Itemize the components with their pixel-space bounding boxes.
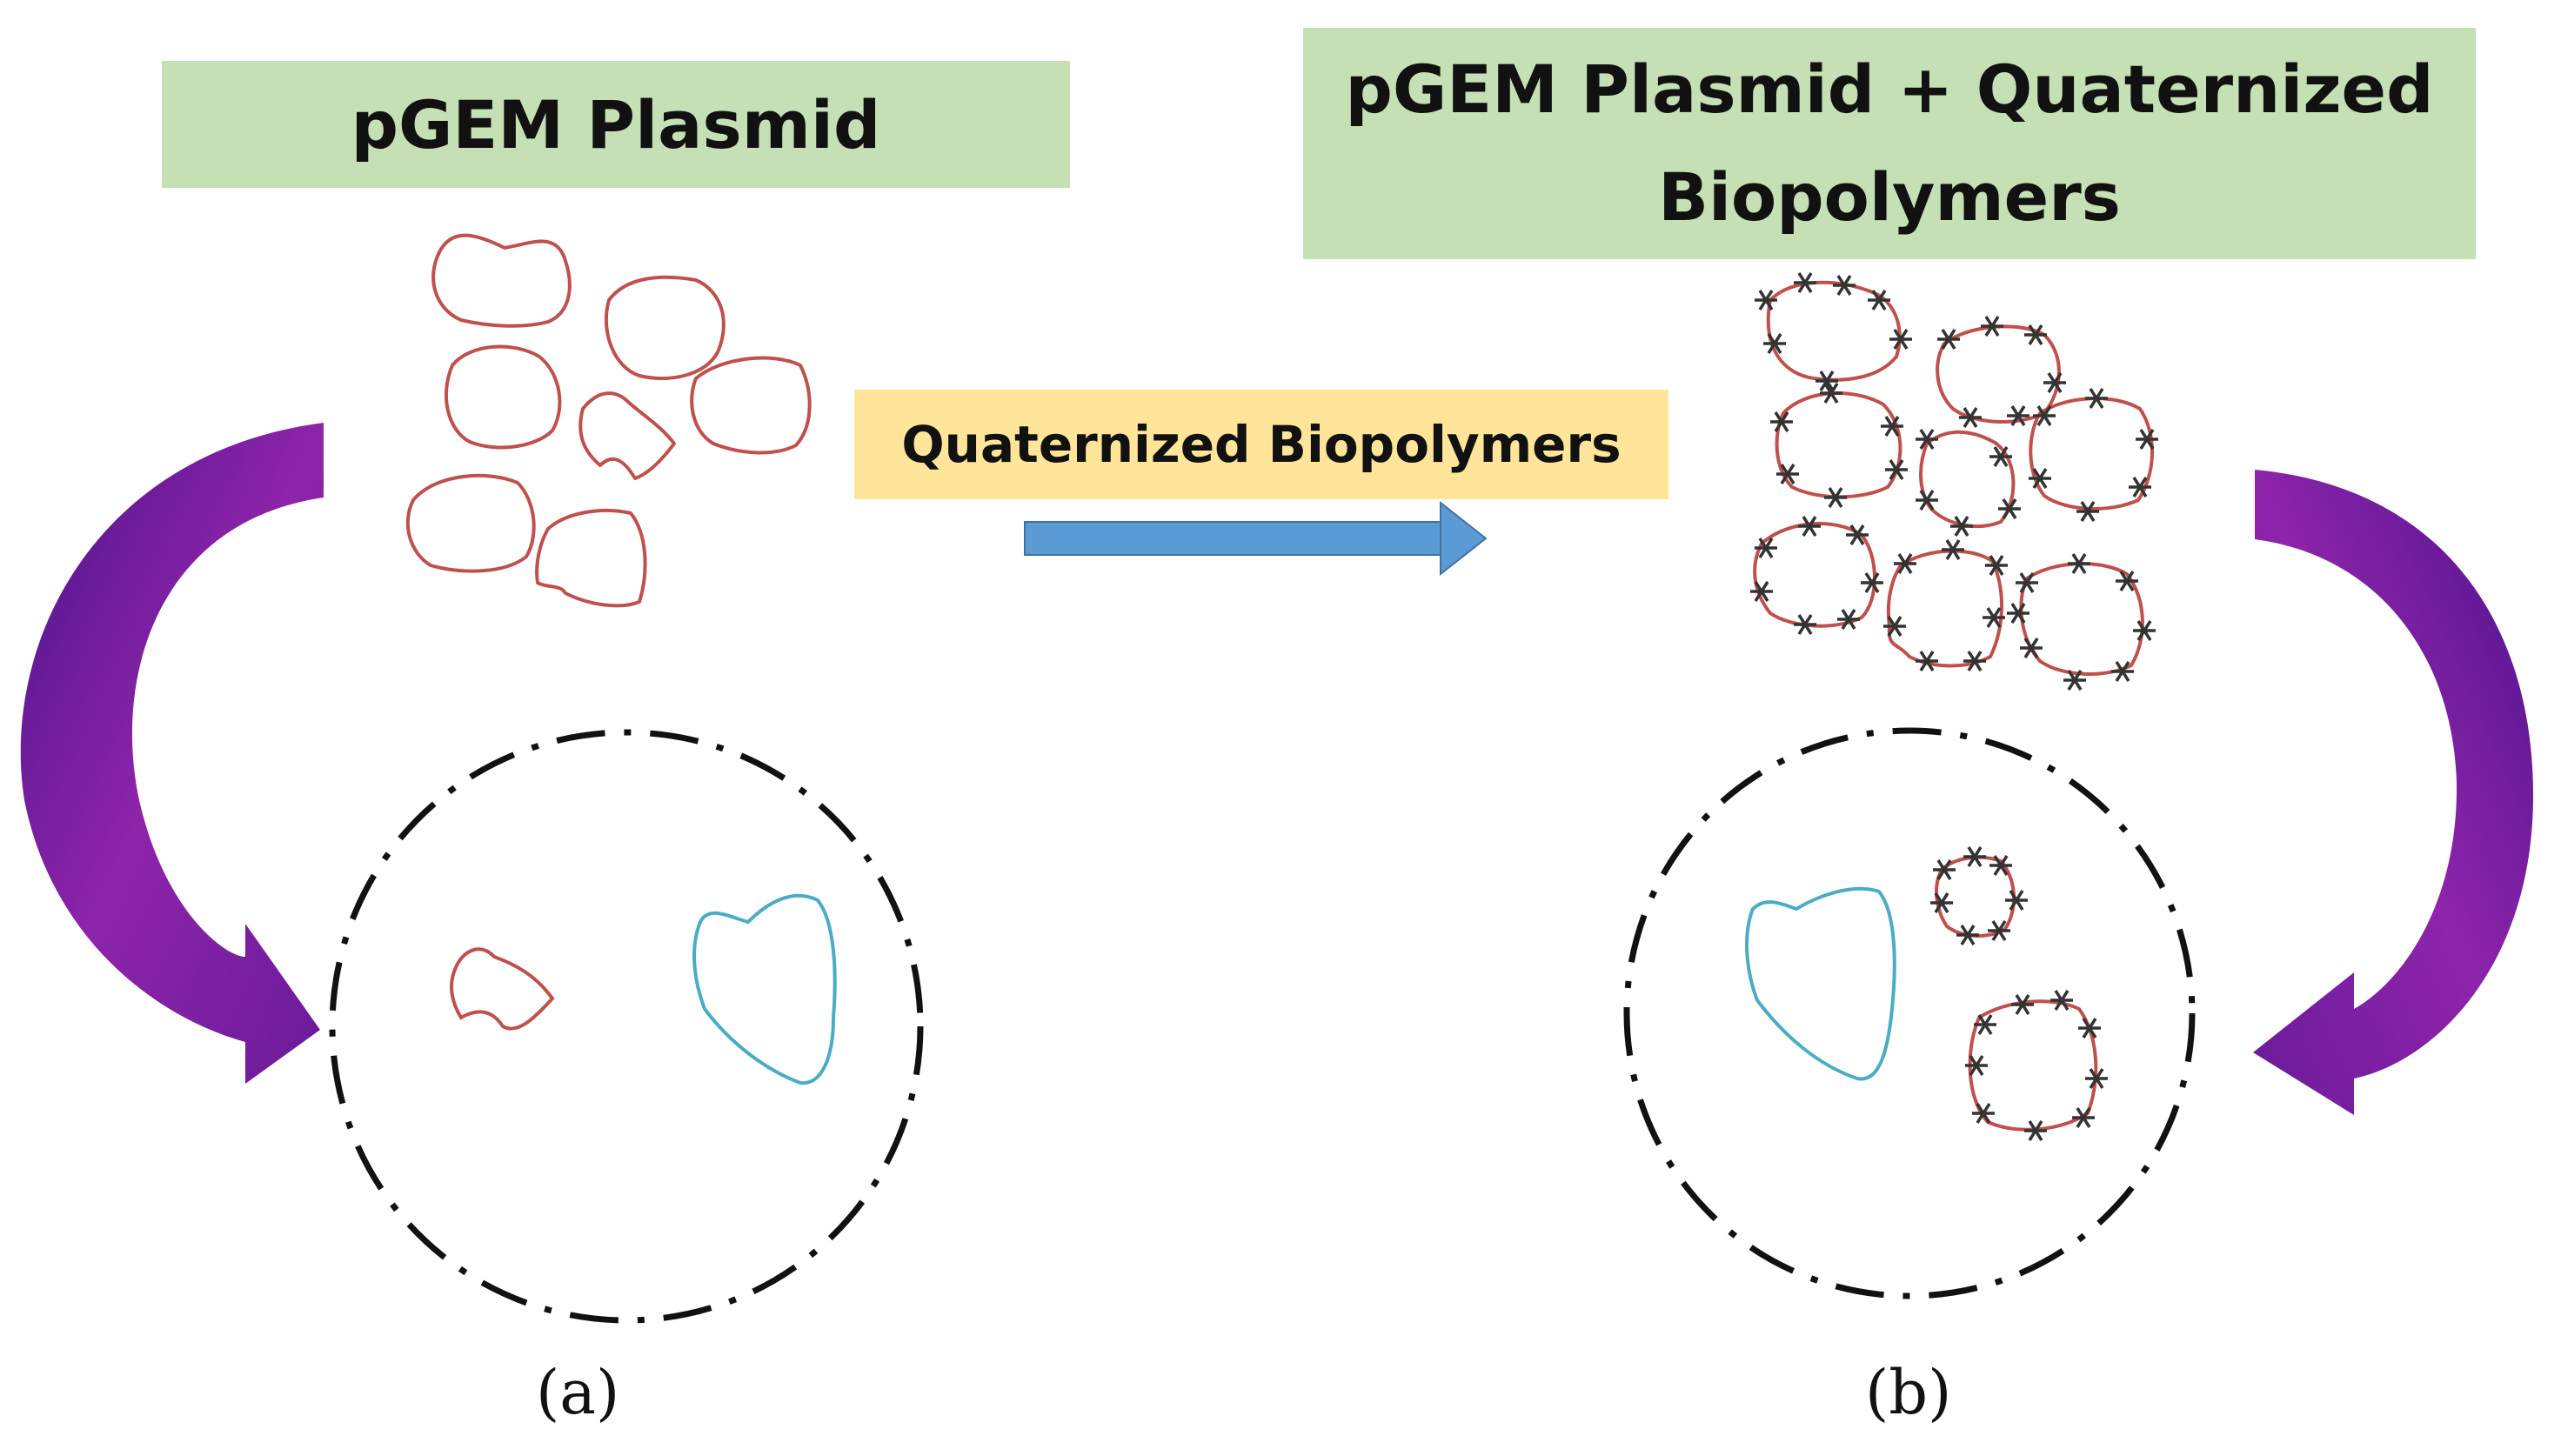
complex-title-line2: Biopolymers (1658, 158, 2121, 236)
cell-boundary-a (329, 729, 924, 1324)
curved-arrow-right (2253, 470, 2534, 1115)
plasmid-loop (431, 233, 572, 328)
complex-loop (1775, 391, 1902, 499)
reagent-label: Quaternized Biopolymers (901, 415, 1622, 474)
plasmid-loop (690, 356, 812, 455)
complex-loop (1919, 430, 2016, 528)
complex-title: pGEM Plasmid + Quaternized Biopolymers (1346, 36, 2434, 251)
cell-component-a (692, 893, 837, 1085)
plasmid-loop (604, 275, 726, 380)
caption-a: (a) (536, 1357, 620, 1428)
reagent-label-box: Quaternized Biopolymers (854, 390, 1668, 499)
plasmid-in-cell-a (450, 947, 555, 1031)
complex-loop (1753, 522, 1876, 628)
complex-loop (1886, 549, 2003, 668)
cell-boundary-b (1623, 727, 2196, 1299)
free-plasmids (405, 233, 812, 608)
plasmid-loop (445, 344, 562, 450)
curved-arrow-left (20, 423, 324, 1084)
complex-title-line1: pGEM Plasmid + Quaternized (1345, 50, 2434, 128)
plasmid-loop (405, 473, 536, 573)
complexes-in-cell-b (1929, 845, 2110, 1142)
plasmid-loop (535, 508, 647, 608)
complexed-plasmids (1749, 271, 2160, 691)
plasmid-title: pGEM Plasmid (351, 85, 881, 164)
complex-loop (1766, 280, 1902, 382)
reaction-arrow (1024, 500, 1488, 577)
plasmid-loop (578, 391, 676, 480)
caption-b: (b) (1865, 1357, 1952, 1428)
complex-title-box: pGEM Plasmid + Quaternized Biopolymers (1303, 28, 2476, 259)
cell-component-b (1745, 886, 1896, 1081)
plasmid-title-box: pGEM Plasmid (162, 61, 1070, 188)
